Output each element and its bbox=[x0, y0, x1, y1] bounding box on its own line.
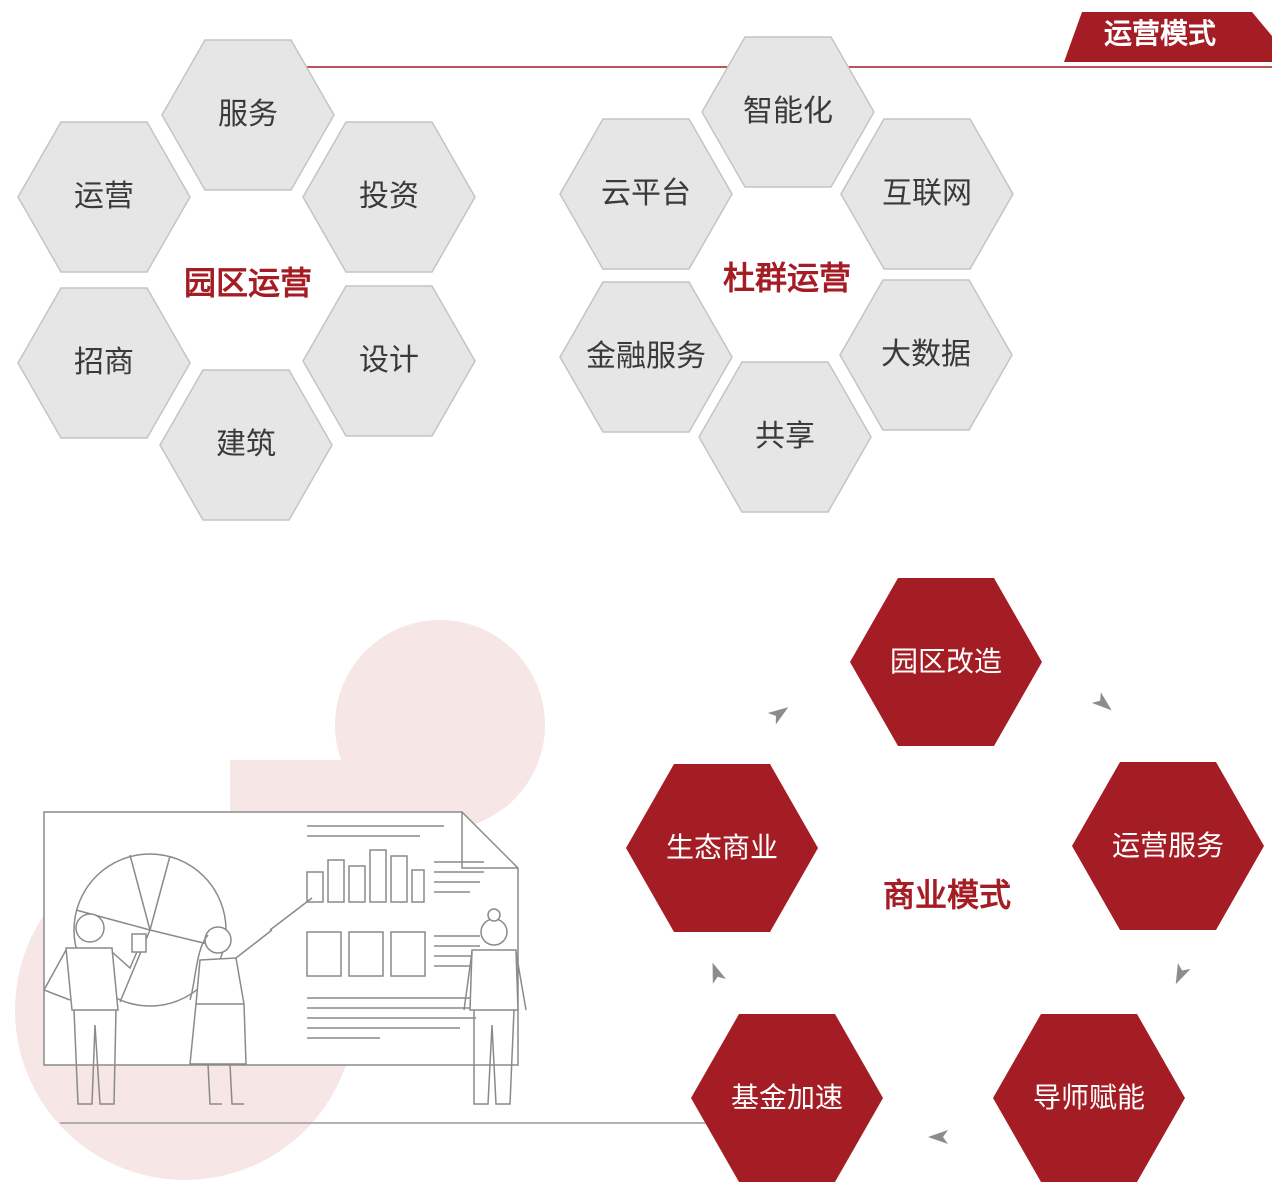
business-hex-fund-acceleration bbox=[691, 1014, 883, 1182]
box-row-icon bbox=[306, 931, 426, 977]
header-tag-shape bbox=[1064, 12, 1272, 62]
park-item-operation: 运营 bbox=[74, 179, 134, 214]
business-item-ecological-business: 生态商业 bbox=[665, 831, 779, 864]
business-hex-mentor-empowerment bbox=[993, 1014, 1185, 1182]
cycle-arrow-4 bbox=[712, 962, 726, 984]
park-item-service: 服务 bbox=[218, 97, 278, 132]
park-hex-service bbox=[161, 39, 335, 191]
park-hex-investment bbox=[302, 121, 476, 273]
cycle-arrow-5 bbox=[767, 707, 789, 725]
community-hex-financial-service bbox=[559, 281, 733, 433]
bar-chart-icon bbox=[306, 849, 425, 903]
park-item-attract-investment: 招商 bbox=[74, 345, 134, 380]
park-operation-title: 园区运营 bbox=[183, 264, 313, 302]
board-corner-fold bbox=[461, 812, 518, 869]
cycle-arrow-3 bbox=[928, 1130, 948, 1144]
community-item-internet: 互联网 bbox=[882, 176, 972, 211]
person-right-icon bbox=[463, 908, 527, 1105]
park-hex-attract-investment bbox=[17, 287, 191, 439]
cycle-arrow-2 bbox=[1175, 962, 1191, 985]
business-item-fund-acceleration: 基金加速 bbox=[730, 1081, 844, 1114]
community-item-big-data: 大数据 bbox=[881, 337, 971, 372]
person-presenter-icon bbox=[189, 897, 313, 1105]
presentation-illustration bbox=[42, 811, 527, 1105]
community-item-sharing: 共享 bbox=[755, 419, 815, 454]
community-hex-big-data bbox=[839, 279, 1013, 431]
community-hex-cloud-platform bbox=[559, 118, 733, 270]
park-item-design: 设计 bbox=[359, 343, 419, 378]
park-hex-design bbox=[302, 285, 476, 437]
business-model-title: 商业模式 bbox=[882, 876, 1012, 914]
business-hex-operation-service bbox=[1072, 762, 1264, 930]
business-item-mentor-empowerment: 导师赋能 bbox=[1032, 1081, 1146, 1114]
community-hex-intelligent bbox=[701, 36, 875, 188]
cycle-arrow-1 bbox=[1091, 692, 1112, 711]
park-item-investment: 投资 bbox=[359, 179, 419, 214]
park-hex-operation bbox=[17, 121, 191, 273]
park-hex-construction bbox=[159, 369, 333, 521]
business-hex-park-renovation bbox=[850, 578, 1042, 746]
community-hex-sharing bbox=[698, 361, 872, 513]
community-operation-title: 杜群运营 bbox=[722, 259, 852, 297]
community-hex-internet bbox=[840, 118, 1014, 270]
business-item-operation-service: 运营服务 bbox=[1111, 829, 1225, 862]
park-item-construction: 建筑 bbox=[216, 427, 276, 462]
community-item-financial-service: 金融服务 bbox=[586, 339, 706, 374]
community-item-intelligent: 智能化 bbox=[743, 94, 833, 129]
person-left-icon bbox=[42, 913, 147, 1105]
business-hex-ecological-business bbox=[626, 764, 818, 932]
business-item-park-renovation: 园区改造 bbox=[889, 645, 1003, 678]
section-tag: 运营模式 bbox=[1104, 17, 1217, 50]
community-item-cloud-platform: 云平台 bbox=[601, 176, 691, 211]
